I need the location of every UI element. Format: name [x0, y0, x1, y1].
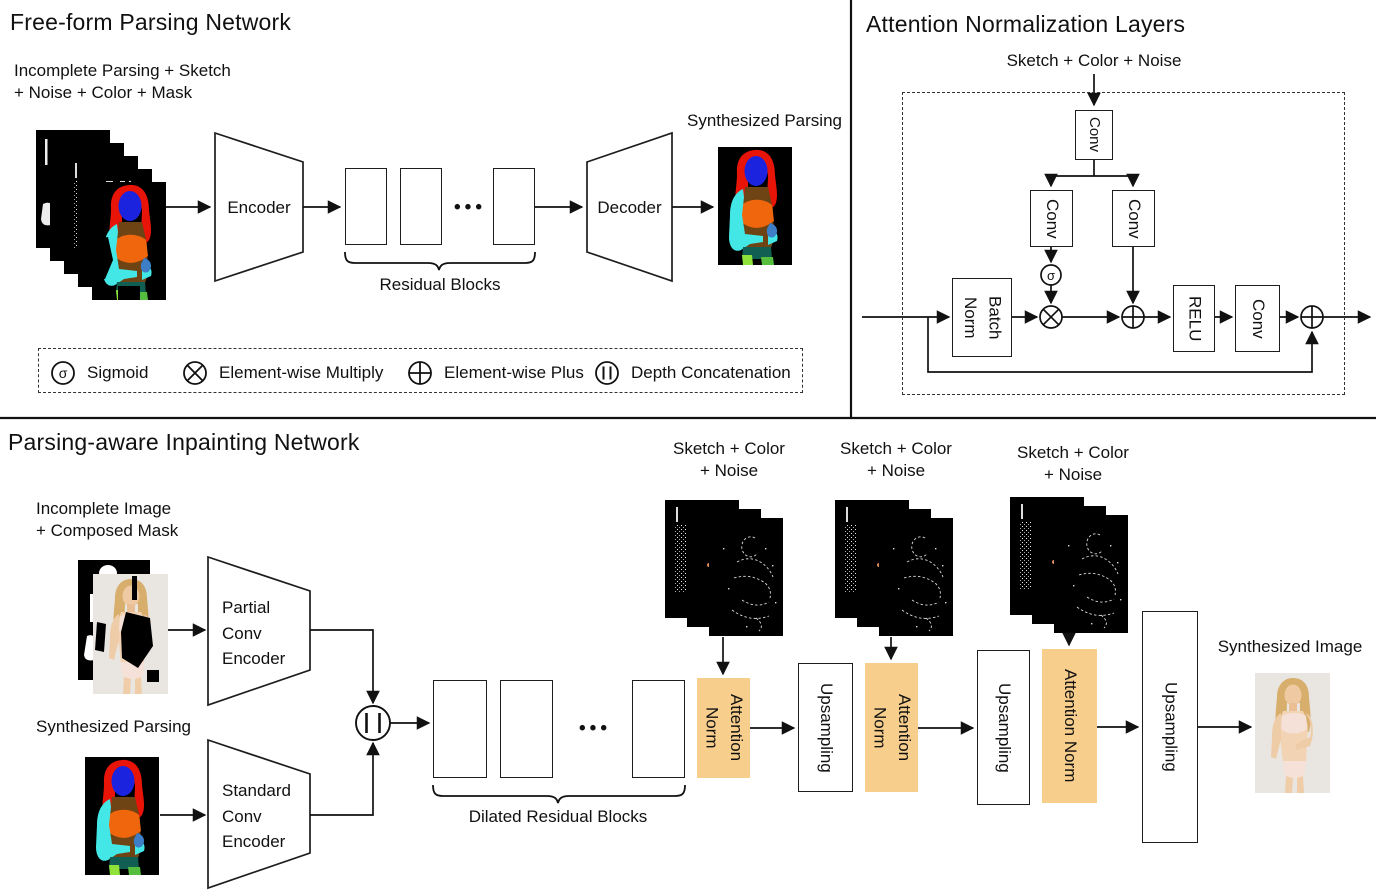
upsampling-box-2: Upsampling	[977, 650, 1030, 805]
element-wise-plus-icon	[408, 361, 432, 385]
residual-dots: •••	[454, 197, 486, 218]
encoder-trapezoid	[214, 131, 304, 283]
legend-label-multiply: Element-wise Multiply	[219, 363, 384, 382]
residual-block-3	[493, 168, 535, 245]
sigma-glyph: σ	[1047, 268, 1055, 283]
dilated-block-1	[433, 680, 487, 778]
parsing-input-stack	[36, 130, 166, 300]
standard-encoder-label: Standard Conv Encoder	[222, 781, 291, 851]
standard-encoder-trapezoid	[207, 738, 311, 890]
residual-block-2	[400, 168, 442, 245]
depth-concatenation-icon	[595, 361, 619, 385]
svg-text:σ: σ	[59, 365, 68, 381]
conv-beta-box: Conv	[1112, 190, 1155, 247]
decoder-label: Decoder	[597, 198, 662, 217]
attention-norm-box-3: Attention Norm	[1042, 649, 1097, 803]
attention-module-boundary	[902, 92, 1345, 395]
incomplete-image-stack	[78, 560, 168, 694]
section-dividers	[0, 0, 1376, 420]
conv-out-box: Conv	[1235, 285, 1280, 352]
sketch-stack-1	[665, 500, 784, 637]
sigmoid-icon: σ	[51, 361, 75, 385]
attention-flow-arrows	[862, 74, 1372, 373]
legend-item-sigmoid: σ Sigmoid	[50, 359, 148, 387]
legend-item-multiply: Element-wise Multiply	[182, 359, 383, 387]
plus-circle-2	[1300, 305, 1324, 329]
attention-norm-box-1: Attention Norm	[697, 678, 750, 778]
batch-norm-box: Batch Norm	[952, 278, 1012, 357]
residual-block-1	[345, 168, 387, 245]
sketch-stack-label-2: Sketch + Color + Noise	[840, 439, 952, 481]
dilated-block-2	[500, 680, 553, 778]
multiply-circle	[1039, 305, 1063, 329]
synthesized-image-photo	[1255, 673, 1330, 793]
inpainting-flow-arrows	[160, 623, 1253, 822]
residual-blocks-label: Residual Blocks	[379, 275, 501, 294]
concat-circle	[355, 705, 391, 741]
legend-label-plus: Element-wise Plus	[444, 363, 584, 382]
residual-brace	[344, 251, 536, 271]
conv-gamma-box: Conv	[1030, 190, 1073, 247]
dilated-block-3	[632, 680, 685, 778]
legend-box	[38, 348, 803, 393]
sketch-stack-2	[835, 500, 954, 637]
legend-label-concat: Depth Concatenation	[631, 363, 791, 382]
attention-norm-box-2: Attention Norm	[865, 663, 918, 792]
decoder-trapezoid	[586, 131, 673, 283]
attention-input-label: Sketch + Color + Noise	[1006, 51, 1182, 70]
legend-item-concat: Depth Concatenation	[594, 359, 791, 387]
synthesized-parsing-input-label: Synthesized Parsing	[36, 717, 191, 736]
conv-top-box: Conv	[1075, 110, 1113, 160]
sigmoid-circle: σ	[1040, 264, 1062, 286]
attention-layers-title: Attention Normalization Layers	[866, 11, 1186, 37]
partial-encoder-trapezoid	[207, 555, 311, 707]
dilated-brace	[432, 784, 686, 804]
upsampling-box-3: Upsampling	[1142, 611, 1198, 843]
element-wise-multiply-icon	[183, 361, 207, 385]
dilated-dots: •••	[579, 718, 611, 739]
inpainting-network-title: Parsing-aware Inpainting Network	[8, 429, 360, 455]
parsing-input-label: Incomplete Parsing + Sketch + Noise + Co…	[14, 61, 231, 103]
synthesized-parsing-label: Synthesized Parsing	[687, 111, 842, 130]
plus-circle-1	[1121, 305, 1145, 329]
incomplete-image-label: Incomplete Image + Composed Mask	[36, 499, 179, 541]
sketch-stack-label-3: Sketch + Color + Noise	[1017, 443, 1129, 485]
legend-label-sigmoid: Sigmoid	[87, 363, 149, 382]
parsing-network-title: Free-form Parsing Network	[10, 9, 292, 35]
parsing-output-image	[718, 147, 792, 265]
encoder-label: Encoder	[227, 198, 291, 217]
upsampling-box-1: Upsampling	[798, 663, 853, 792]
synthesized-image-label: Synthesized Image	[1217, 637, 1363, 656]
sketch-stack-3	[1010, 497, 1129, 634]
dilated-blocks-label: Dilated Residual Blocks	[468, 807, 648, 826]
relu-box: RELU	[1173, 285, 1215, 352]
synthesized-parsing-input-image	[85, 757, 159, 875]
legend-item-plus: Element-wise Plus	[407, 359, 584, 387]
partial-encoder-label: Partial Conv Encoder	[222, 598, 286, 668]
sketch-stack-label-1: Sketch + Color + Noise	[673, 439, 785, 481]
